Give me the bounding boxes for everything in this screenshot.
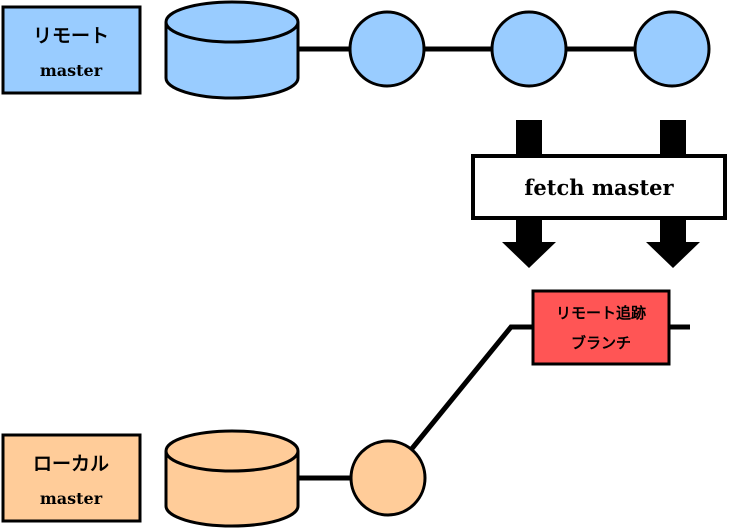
remote-commit-1	[348, 10, 426, 88]
tracking-branch-line2: ブランチ	[571, 334, 631, 352]
fetch-command-box: fetch master	[471, 154, 727, 220]
remote-commit-3	[633, 10, 711, 88]
tracking-branch-box: リモート追跡 ブランチ	[531, 289, 671, 366]
local-label-box: ローカル master	[1, 433, 142, 523]
remote-commit-2	[490, 10, 568, 88]
tracking-branch-line1: リモート追跡	[556, 304, 646, 322]
remote-title: リモート	[33, 25, 109, 47]
remote-label-box: リモート master	[1, 5, 142, 95]
remote-repository-cylinder	[164, 0, 300, 100]
remote-branch-name: master	[40, 61, 103, 80]
fetch-command-label: fetch master	[524, 175, 674, 200]
local-title: ローカル	[33, 453, 109, 475]
local-branch-name: master	[40, 489, 103, 508]
local-commit-1	[349, 439, 427, 517]
local-repository-cylinder	[164, 429, 300, 528]
